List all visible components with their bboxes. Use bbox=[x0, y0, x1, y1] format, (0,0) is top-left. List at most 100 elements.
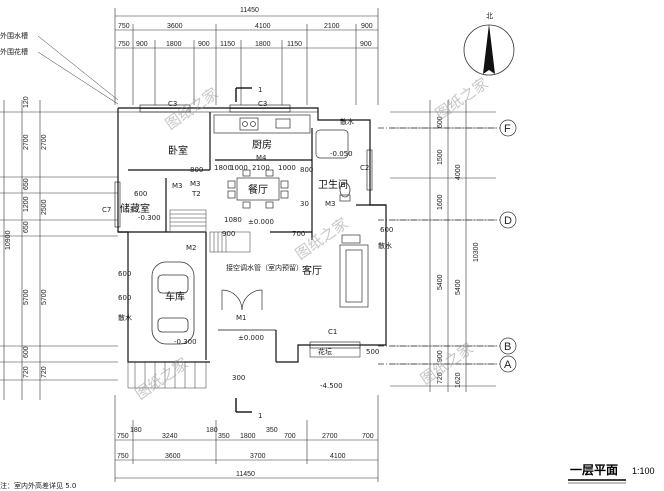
bottom-dim: 2700 bbox=[322, 433, 338, 440]
flowerbed-label: 花坛 bbox=[318, 347, 332, 356]
bottom-overall-dim: 11450 bbox=[236, 471, 255, 478]
axis-label: B bbox=[504, 341, 511, 353]
inner-dim: 1080 bbox=[224, 216, 242, 224]
left-dim: 600 bbox=[23, 346, 30, 358]
water-heater-note: 接空调水管（室内预留） bbox=[226, 263, 303, 272]
staircase bbox=[169, 209, 251, 253]
watermark-text: 图纸之家 bbox=[292, 214, 351, 263]
note-top-left: 外围花槽 bbox=[0, 47, 28, 56]
left-dim: 120 bbox=[23, 96, 30, 108]
axis-label: D bbox=[504, 215, 512, 227]
right-dim: 5400 bbox=[437, 274, 444, 290]
bottom-dim: 4100 bbox=[330, 453, 346, 460]
bottom-dim: 700 bbox=[362, 433, 374, 440]
window-label-c3: C3 bbox=[258, 100, 267, 108]
top-dim: 900 bbox=[360, 41, 372, 48]
left-dim: 720 bbox=[23, 366, 30, 378]
inner-dim: 600 bbox=[118, 270, 131, 278]
right-dim: 1620 bbox=[455, 372, 462, 388]
inner-dim: 800 bbox=[190, 166, 203, 174]
bottom-dim: 350 bbox=[218, 433, 230, 440]
elevation-label: ±0.000 bbox=[248, 218, 274, 226]
door-label-m3: M3 bbox=[190, 180, 201, 188]
inner-dim: 30 bbox=[300, 200, 309, 208]
axis-label: F bbox=[504, 123, 511, 135]
inner-dim: 800 bbox=[300, 166, 313, 174]
bottom-dim: 750 bbox=[117, 433, 129, 440]
elevation-label: -0.300 bbox=[138, 214, 161, 222]
door-label-m1: M1 bbox=[236, 314, 247, 322]
car-icon bbox=[151, 261, 195, 345]
top-dim: 4100 bbox=[255, 23, 271, 30]
right-dim: 600 bbox=[437, 116, 444, 128]
left-dim: 650 bbox=[23, 221, 30, 233]
flowerbed-outline bbox=[309, 344, 361, 358]
section-label: 1 bbox=[258, 86, 262, 94]
door-label-m3: M3 bbox=[325, 200, 336, 208]
section-markers bbox=[235, 87, 252, 413]
window-label-c3: C3 bbox=[168, 100, 177, 108]
top-dim: 900 bbox=[136, 41, 148, 48]
window-label-c1: C1 bbox=[328, 328, 337, 336]
right-dim: 4000 bbox=[455, 164, 462, 180]
bottom-dim: 3700 bbox=[250, 453, 266, 460]
left-dim: 650 bbox=[23, 178, 30, 190]
inner-dim: 600 bbox=[134, 190, 147, 198]
bottom-dimensions bbox=[114, 395, 379, 482]
top-overall-dim: 11450 bbox=[240, 7, 259, 14]
top-dim: 2100 bbox=[324, 23, 340, 30]
bottom-dim: 180 bbox=[206, 427, 218, 434]
inner-dim: 1000 bbox=[230, 164, 248, 172]
room-kitchen: 厨房 bbox=[252, 138, 272, 151]
inner-dim: 500 bbox=[366, 348, 379, 356]
left-dim: 1200 bbox=[23, 196, 30, 212]
elevation-label: ±0.000 bbox=[238, 334, 264, 342]
entry-door bbox=[221, 289, 263, 311]
windows bbox=[114, 104, 373, 349]
drain-label: 散水 bbox=[378, 241, 392, 250]
inner-dim: 2100 bbox=[252, 164, 270, 172]
watermark-text: 图纸之家 bbox=[432, 74, 491, 123]
kitchen-counter bbox=[213, 114, 311, 134]
left-overall-dim: 10900 bbox=[5, 230, 12, 250]
right-overall-dim: 10300 bbox=[473, 242, 480, 262]
room-bathroom: 卫生间 bbox=[318, 178, 348, 191]
top-dim: 3600 bbox=[167, 23, 183, 30]
axis-label: A bbox=[504, 359, 512, 371]
drawing-scale: 1:100 bbox=[632, 466, 655, 476]
bathroom-fixtures bbox=[315, 129, 351, 202]
axis-bubbles bbox=[378, 119, 517, 373]
top-dim: 1800 bbox=[166, 41, 182, 48]
building-walls bbox=[117, 107, 387, 363]
top-dim: 900 bbox=[198, 41, 210, 48]
drawing-title: 一层平面 bbox=[570, 463, 618, 477]
left-dim: 720 bbox=[41, 366, 48, 378]
inner-dim: 300 bbox=[232, 374, 245, 382]
inner-dim: 1800 bbox=[214, 164, 232, 172]
left-dim: 5700 bbox=[23, 289, 30, 305]
inner-dim: 700 bbox=[292, 230, 305, 238]
window-label-c7: C7 bbox=[102, 206, 111, 214]
bottom-dim: 3600 bbox=[165, 453, 181, 460]
inner-dim: 1000 bbox=[278, 164, 296, 172]
bottom-dim: 3240 bbox=[162, 433, 178, 440]
right-dim: 1600 bbox=[437, 194, 444, 210]
garage-door-hatch bbox=[127, 361, 207, 389]
room-living: 客厅 bbox=[302, 264, 322, 277]
door-label-m3: M3 bbox=[172, 182, 183, 190]
top-dim: 750 bbox=[118, 41, 130, 48]
room-dining: 餐厅 bbox=[248, 183, 268, 196]
north-arrow-icon bbox=[463, 24, 515, 76]
left-dimensions bbox=[0, 100, 118, 400]
right-dim: 5400 bbox=[455, 279, 462, 295]
right-dim: 900 bbox=[437, 350, 444, 362]
note-top-left: 外围水槽 bbox=[0, 31, 28, 40]
room-bedroom: 卧室 bbox=[168, 144, 188, 157]
elevation-label: -0.050 bbox=[330, 150, 353, 158]
left-dim: 2500 bbox=[41, 199, 48, 215]
drain-label: 散水 bbox=[118, 313, 132, 322]
section-label: 1 bbox=[258, 412, 262, 420]
top-dim: 750 bbox=[118, 23, 130, 30]
top-dim: 900 bbox=[361, 23, 373, 30]
